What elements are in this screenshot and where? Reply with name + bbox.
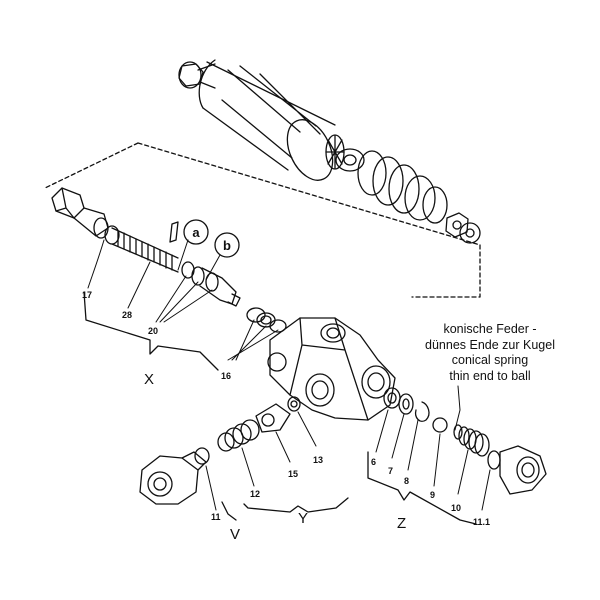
label-part-7: 7: [388, 466, 393, 476]
part-20-rings: [181, 261, 241, 307]
bracket-v: [221, 501, 237, 521]
label-part-11-1: 11.1: [473, 517, 490, 527]
note-line-1: konische Feder -: [443, 322, 537, 336]
part-15-valve-core: [255, 403, 291, 433]
part-8-clip: [414, 401, 430, 422]
label-part-15: 15: [288, 469, 298, 479]
group-label-x: X: [144, 371, 154, 388]
label-part-12: 12: [250, 489, 260, 499]
top-spring-stack: [325, 134, 481, 244]
group-label-y: Y: [298, 510, 308, 527]
part-11-1-nut: [487, 445, 547, 495]
part-28-threaded-rod: [111, 221, 179, 273]
group-label-v: V: [230, 526, 240, 543]
bracket-x: [83, 291, 219, 371]
valve-body: [267, 317, 396, 421]
leader-lines: [87, 239, 491, 511]
label-part-16: 16: [221, 371, 231, 381]
label-part-6: 6: [371, 457, 376, 467]
part-12-spring: [217, 419, 260, 452]
bracket-y: [243, 497, 349, 513]
note-line-2: dünnes Ende zur Kugel: [425, 337, 555, 352]
circle-marker-b: [214, 232, 240, 258]
label-part-8: 8: [404, 476, 409, 486]
label-part-20: 20: [148, 326, 158, 336]
group-label-z: Z: [397, 515, 406, 532]
bracket-z: [367, 451, 477, 525]
part-17-nut: [51, 187, 120, 245]
circle-label-a: a: [192, 225, 200, 240]
part-9-ball: [432, 417, 448, 433]
part-7-washer: [398, 393, 414, 415]
part-10-conical-spring: [453, 424, 490, 457]
label-part-9: 9: [430, 490, 435, 500]
label-part-10: 10: [451, 503, 461, 513]
label-part-13: 13: [313, 455, 323, 465]
circle-marker-a: [183, 219, 209, 245]
circle-label-b: b: [223, 238, 231, 253]
label-part-11: 11: [211, 512, 221, 522]
part-13-ring: [287, 396, 301, 412]
top-cylinder: [178, 59, 336, 181]
dashed-outline: [44, 142, 481, 298]
note-line-4: thin end to ball: [449, 368, 531, 383]
label-part-28: 28: [122, 310, 132, 320]
note-line-3: conical spring: [451, 353, 529, 367]
part-16-seals: [246, 307, 287, 333]
part-11-nut: [139, 447, 210, 505]
spring-note: konische Feder - dünnes Ende zur Kugel c…: [404, 322, 576, 384]
label-part-17: 17: [82, 290, 92, 300]
